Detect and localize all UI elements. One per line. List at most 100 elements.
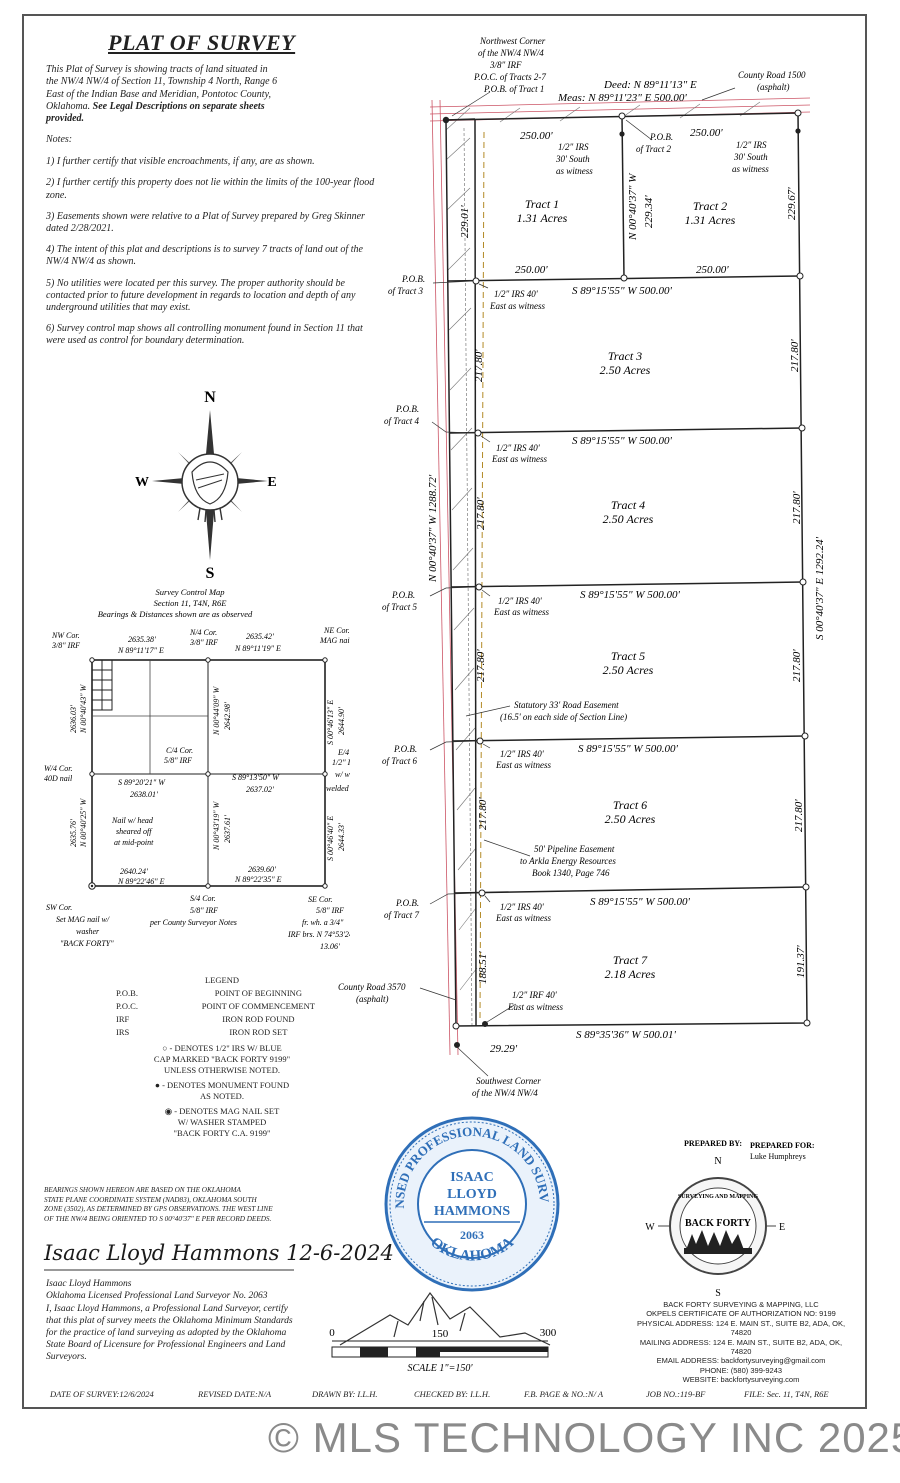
job-number: JOB NO.:119-BF bbox=[646, 1389, 706, 1399]
svg-text:Set MAG nail w/: Set MAG nail w/ bbox=[56, 915, 110, 924]
legend-header: LEGEND bbox=[205, 975, 239, 985]
svg-text:30' South: 30' South bbox=[733, 152, 768, 162]
svg-text:217.80': 217.80' bbox=[791, 649, 803, 682]
svg-text:LLOYD: LLOYD bbox=[447, 1187, 497, 1202]
intro-text: This Plat of Survey is showing tracts of… bbox=[46, 64, 278, 125]
svg-text:N 00°40'43" W: N 00°40'43" W bbox=[79, 683, 88, 734]
svg-text:1/2" IRS 40': 1/2" IRS 40' bbox=[496, 443, 541, 453]
svg-text:150: 150 bbox=[432, 1328, 449, 1340]
svg-text:N/4 Cor.: N/4 Cor. bbox=[189, 628, 217, 637]
svg-text:2642.98': 2642.98' bbox=[223, 702, 232, 730]
svg-text:of Tract 7: of Tract 7 bbox=[384, 910, 420, 920]
svg-text:East as witness: East as witness bbox=[495, 913, 552, 923]
svg-text:Nail w/ head: Nail w/ head bbox=[111, 816, 154, 825]
legend-row: P.O.B.POINT OF BEGINNING bbox=[116, 988, 302, 998]
title-block-footer: DATE OF SURVEY:12/6/2024 REVISED DATE:N/… bbox=[46, 1389, 861, 1403]
legend-row: P.O.C.POINT OF COMMENCEMENT bbox=[116, 1001, 315, 1011]
company-info: BACK FORTY SURVEYING & MAPPING, LLC OKPE… bbox=[636, 1300, 846, 1385]
svg-text:East as witness: East as witness bbox=[495, 760, 552, 770]
svg-text:N 00°40'25" W: N 00°40'25" W bbox=[79, 797, 88, 848]
tract-7-name: Tract 7 bbox=[613, 953, 648, 967]
svg-text:PREPARED FOR:: PREPARED FOR: bbox=[750, 1141, 815, 1150]
notes-header: Notes: bbox=[46, 134, 73, 145]
svg-text:N 00°43'19" W: N 00°43'19" W bbox=[212, 800, 221, 851]
svg-text:217.80': 217.80' bbox=[793, 799, 805, 832]
svg-text:East as witness: East as witness bbox=[491, 454, 548, 464]
svg-text:1/2" IRF: 1/2" IRF bbox=[332, 758, 350, 767]
svg-text:welded to top: welded to top bbox=[326, 784, 350, 793]
svg-text:BACK FORTY: BACK FORTY bbox=[685, 1218, 752, 1229]
tract-4-name: Tract 4 bbox=[611, 498, 645, 512]
surveyor-name: Isaac Lloyd Hammons bbox=[46, 1279, 132, 1289]
svg-text:217.80': 217.80' bbox=[475, 497, 487, 530]
svg-text:NW Cor.: NW Cor. bbox=[51, 631, 80, 640]
svg-text:2635.76': 2635.76' bbox=[69, 819, 78, 847]
compass-e: E bbox=[267, 475, 276, 490]
svg-text:40D nail: 40D nail bbox=[44, 774, 73, 783]
svg-text:S 89°13'50" W: S 89°13'50" W bbox=[232, 773, 280, 782]
svg-text:at mid-point: at mid-point bbox=[114, 838, 154, 847]
svg-text:N 89°11'19" E: N 89°11'19" E bbox=[234, 644, 281, 653]
svg-text:ISAAC: ISAAC bbox=[450, 1170, 494, 1185]
svg-text:W/4 Cor.: W/4 Cor. bbox=[44, 764, 72, 773]
svg-text:30' South: 30' South bbox=[555, 154, 590, 164]
svg-text:Deed: N 89°11'13" E: Deed: N 89°11'13" E bbox=[603, 79, 697, 91]
svg-text:of Tract 5: of Tract 5 bbox=[382, 602, 418, 612]
filled-circle-icon: ● bbox=[154, 1080, 160, 1090]
svg-text:S 89°15'55" W 500.00': S 89°15'55" W 500.00' bbox=[578, 743, 679, 755]
svg-text:229.01': 229.01' bbox=[459, 205, 471, 238]
compass-n: N bbox=[204, 389, 216, 406]
svg-text:PREPARED BY:: PREPARED BY: bbox=[684, 1139, 742, 1148]
svg-text:2638.01': 2638.01' bbox=[130, 790, 158, 799]
sheet-border bbox=[22, 14, 867, 1409]
revised-date: REVISED DATE:N/A bbox=[198, 1389, 272, 1399]
note-6: 6) Survey control map shows all controll… bbox=[46, 323, 363, 347]
svg-text:S 89°15'55" W 500.00': S 89°15'55" W 500.00' bbox=[572, 435, 673, 447]
svg-text:29.29': 29.29' bbox=[490, 1043, 518, 1055]
legend-monument-symbol: ● - DENOTES MONUMENT FOUND AS NOTED. bbox=[154, 1080, 290, 1101]
surveyor-signature: Isaac Lloyd Hammons 12-6-2024 bbox=[44, 1241, 394, 1265]
svg-text:to Arkla Energy Resources: to Arkla Energy Resources bbox=[520, 856, 616, 866]
svg-text:N 00°44'09" W: N 00°44'09" W bbox=[212, 685, 221, 736]
svg-text:Southwest Corner: Southwest Corner bbox=[476, 1076, 541, 1086]
surveyor-license: Oklahoma Licensed Professional Land Surv… bbox=[46, 1291, 268, 1301]
surveyor-certification: I, Isaac Lloyd Hammons, a Professional L… bbox=[46, 1303, 293, 1362]
svg-text:1/2" IRS: 1/2" IRS bbox=[558, 142, 589, 152]
note-5: 5) No utilities were located per this su… bbox=[46, 277, 356, 314]
plat-drawing: Northwest Corner of the NW/4 NW/4 3/8" I… bbox=[338, 36, 826, 1098]
svg-text:(asphalt): (asphalt) bbox=[757, 82, 790, 92]
signature-line bbox=[44, 1269, 294, 1271]
note-3: 3) Easements shown were relative to a Pl… bbox=[46, 210, 365, 235]
svg-text:3/8" IRF: 3/8" IRF bbox=[51, 641, 80, 650]
svg-text:NE Cor.: NE Cor. bbox=[323, 626, 350, 635]
svg-text:2637.02': 2637.02' bbox=[246, 785, 274, 794]
svg-text:W: W bbox=[645, 1222, 655, 1233]
note-4: 4) The intent of this plat and descripti… bbox=[46, 244, 363, 268]
svg-text:250.00': 250.00' bbox=[696, 264, 729, 276]
svg-text:of Tract 3: of Tract 3 bbox=[388, 286, 424, 296]
svg-text:Bearings & Distances shown are: Bearings & Distances shown are as observ… bbox=[98, 609, 253, 619]
mag-nail-icon: ◉ bbox=[164, 1106, 173, 1116]
svg-text:2640.24': 2640.24' bbox=[120, 867, 148, 876]
svg-text:P.O.B.: P.O.B. bbox=[401, 274, 425, 284]
survey-date: DATE OF SURVEY:12/6/2024 bbox=[50, 1389, 154, 1399]
svg-text:1/2" IRS: 1/2" IRS bbox=[736, 140, 767, 150]
svg-text:N: N bbox=[714, 1156, 721, 1167]
svg-text:S 00°46'13" E: S 00°46'13" E bbox=[326, 700, 335, 745]
monument-markers bbox=[452, 109, 811, 1030]
tract-2-name: Tract 2 bbox=[693, 199, 727, 213]
tract-boundaries bbox=[445, 112, 808, 1027]
prepared-block: PREPARED BY: PREPARED FOR: Luke Humphrey… bbox=[645, 1139, 815, 1299]
svg-text:2644.33': 2644.33' bbox=[337, 823, 346, 851]
svg-text:1/2" IRS 40': 1/2" IRS 40' bbox=[494, 289, 539, 299]
file-name: FILE: Sec. 11, T4N, R6E bbox=[744, 1389, 829, 1399]
svg-text:2635.42': 2635.42' bbox=[246, 632, 274, 641]
surveyor-seal: LICENSED PROFESSIONAL LAND SURVEYOR OKLA… bbox=[382, 1114, 560, 1292]
svg-text:Meas: N 89°11'23" E 500.00': Meas: N 89°11'23" E 500.00' bbox=[557, 92, 687, 104]
svg-text:SE Cor.: SE Cor. bbox=[308, 895, 332, 904]
svg-text:of Tract 2: of Tract 2 bbox=[636, 144, 672, 154]
svg-text:5/8" IRF: 5/8" IRF bbox=[164, 756, 192, 765]
tract-1-name: Tract 1 bbox=[525, 197, 559, 211]
